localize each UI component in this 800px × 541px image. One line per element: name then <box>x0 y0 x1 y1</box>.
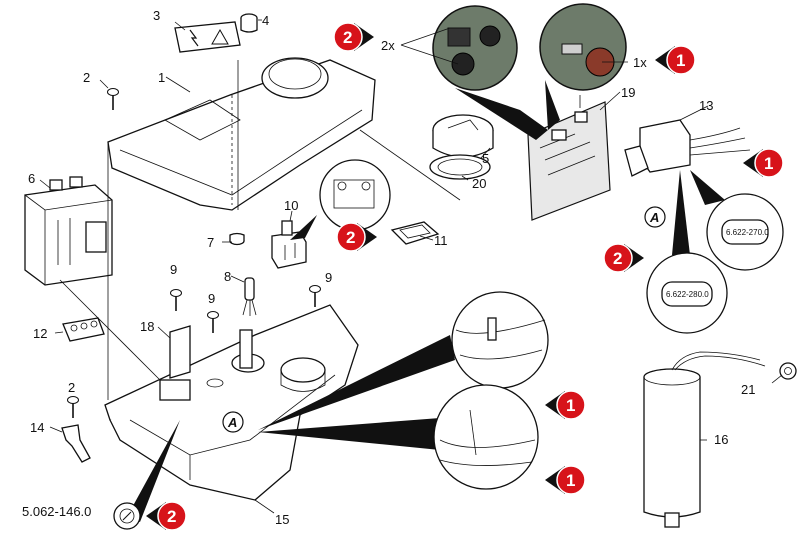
circuit-board-part-19 <box>527 95 611 221</box>
cap-part-5 <box>432 114 494 158</box>
callout-21: 21 <box>741 382 755 397</box>
screw-part-9-left <box>169 288 183 312</box>
warning-sticker-part-3 <box>174 21 241 53</box>
circle-marker-a-housing: A <box>222 411 244 433</box>
callout-4: 4 <box>262 13 269 28</box>
callout-18: 18 <box>140 319 154 334</box>
svg-text:2: 2 <box>343 28 352 47</box>
callout-9-right: 9 <box>325 270 332 285</box>
callout-9-mid: 9 <box>208 291 215 306</box>
screw-part-9-right <box>308 284 322 308</box>
ring-part-20 <box>429 154 491 180</box>
coil-part-13 <box>624 119 751 177</box>
svg-text:1: 1 <box>566 471 575 490</box>
badge-2-coil-label: 2 <box>603 243 644 273</box>
callout-10: 10 <box>284 198 298 213</box>
badge-2-switch: 2 <box>336 222 377 252</box>
detail-view-housing-lower <box>258 384 539 490</box>
svg-text:A: A <box>227 415 237 430</box>
badge-2-part-number: 2 <box>146 501 187 531</box>
screw-part-2-top <box>106 87 120 111</box>
badge-1-housing-upper: 1 <box>545 390 586 420</box>
callout-20: 20 <box>472 176 486 191</box>
callout-12: 12 <box>33 326 47 341</box>
callout-16: 16 <box>714 432 728 447</box>
sensor-part-8 <box>242 277 257 316</box>
quantity-2x: 2x <box>381 38 395 53</box>
callout-1: 1 <box>158 70 165 85</box>
detail-view-pcb-right <box>539 3 627 130</box>
callout-11: 11 <box>434 233 448 248</box>
svg-text:1: 1 <box>566 396 575 415</box>
contactor-part-6 <box>24 176 113 286</box>
bracket-part-14 <box>61 424 91 463</box>
callout-3: 3 <box>153 8 160 23</box>
knob-part-4 <box>240 13 258 33</box>
badge-2-top: 2 <box>333 22 374 52</box>
svg-text:2: 2 <box>346 228 355 247</box>
callout-15: 15 <box>275 512 289 527</box>
screw-part-7 <box>229 232 245 246</box>
callout-5: 5 <box>482 151 489 166</box>
screw-part-2-bottom <box>66 395 80 419</box>
detail-view-switch <box>290 159 391 240</box>
svg-text:A: A <box>649 210 659 225</box>
detail-view-pcb-left <box>432 5 548 140</box>
component-label-lower: 6.622-280.0 <box>666 290 709 299</box>
callout-9-left: 9 <box>170 262 177 277</box>
badge-1-coil: 1 <box>743 148 784 178</box>
badge-1-housing-lower: 1 <box>545 465 586 495</box>
detail-view-coil-label-lower <box>646 170 728 334</box>
callout-13: 13 <box>699 98 713 113</box>
detail-view-coil-label-upper <box>690 170 784 271</box>
callout-6: 6 <box>28 171 35 186</box>
component-label-upper: 6.622-270.0 <box>726 228 769 237</box>
callout-2-top: 2 <box>83 70 90 85</box>
svg-text:1: 1 <box>764 154 773 173</box>
svg-text:1: 1 <box>676 51 685 70</box>
grommet-part-11 <box>390 221 440 245</box>
badge-1-pcb: 1 <box>655 45 696 75</box>
quantity-1x: 1x <box>633 55 647 70</box>
terminal-block-part-12 <box>62 317 105 342</box>
callout-14: 14 <box>30 420 44 435</box>
base-housing-part-15 <box>104 304 359 501</box>
capacitor-part-16 <box>643 351 766 528</box>
leader-lines <box>39 19 783 514</box>
callout-8: 8 <box>224 269 231 284</box>
svg-text:2: 2 <box>167 507 176 526</box>
detail-view-part-number <box>113 420 180 530</box>
callout-2-bottom: 2 <box>68 380 75 395</box>
cover-part-1 <box>107 57 376 211</box>
screw-part-9-mid <box>206 310 220 334</box>
callout-19: 19 <box>621 85 635 100</box>
switch-part-10 <box>271 220 307 269</box>
plate-part-18 <box>169 325 191 379</box>
seal-part-21 <box>779 362 797 380</box>
circle-marker-a-coil: A <box>644 206 666 228</box>
callout-7: 7 <box>207 235 214 250</box>
part-number-label: 5.062-146.0 <box>22 504 91 519</box>
svg-text:2: 2 <box>613 249 622 268</box>
